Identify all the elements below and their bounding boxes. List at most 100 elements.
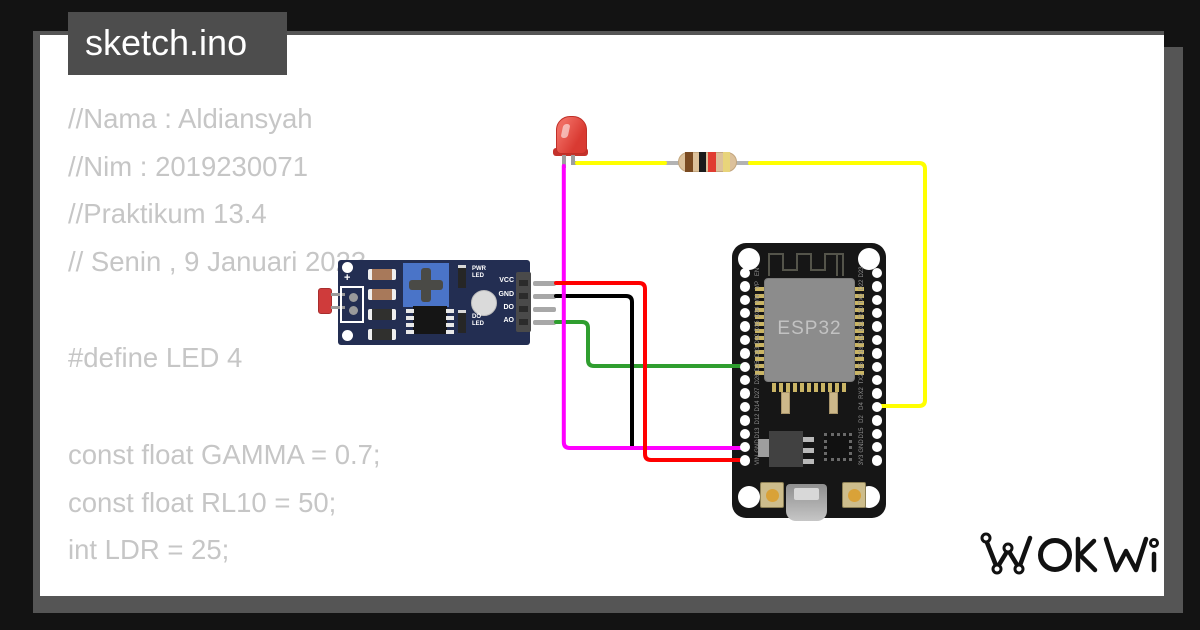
esp32-pin-hole[interactable] xyxy=(871,374,883,386)
round-capacitor xyxy=(471,290,497,316)
regulator-leg xyxy=(803,448,814,453)
code-line: #define LED 4 xyxy=(68,342,243,373)
sensor-pin-label-do: DO xyxy=(503,304,515,311)
wire-black-gnd[interactable] xyxy=(554,294,634,448)
en-button[interactable] xyxy=(760,482,784,508)
ic-pin xyxy=(446,316,454,320)
header-socket xyxy=(519,293,528,299)
sensor-pin-vcc[interactable] xyxy=(533,281,556,286)
esp32-pin-hole[interactable] xyxy=(871,334,883,346)
plus-sign: + xyxy=(344,272,351,284)
esp32-pin-hole[interactable] xyxy=(871,455,883,466)
esp32-pin-hole[interactable] xyxy=(739,307,751,319)
micro-usb-port xyxy=(786,484,827,521)
file-tab-sketch[interactable]: sketch.ino xyxy=(68,12,287,75)
regulator-tab xyxy=(758,439,770,457)
voltage-regulator xyxy=(769,431,803,467)
esp32-pin-hole[interactable] xyxy=(871,348,883,359)
resistor-lead-left xyxy=(664,161,679,165)
esp32-pin-hole[interactable] xyxy=(739,401,751,413)
esp32-pin-hole[interactable] xyxy=(871,361,883,373)
esp32-pin-hole[interactable] xyxy=(871,321,883,332)
esp32-pin-hole[interactable] xyxy=(871,267,883,279)
smd-resistor xyxy=(368,269,396,280)
pot-cross-arm xyxy=(421,268,431,302)
resistor-band-gold xyxy=(723,152,730,172)
ic-pin xyxy=(406,309,414,313)
wire-red-vcc-vin[interactable] xyxy=(554,281,747,462)
smd-capacitor xyxy=(458,265,466,288)
esp32-pin-hole[interactable] xyxy=(871,307,883,319)
esp32-pin-hole[interactable] xyxy=(739,415,751,426)
esp32-pin-hole[interactable] xyxy=(739,361,751,373)
sensor-pin-gnd[interactable] xyxy=(533,294,556,299)
button-cap xyxy=(848,489,861,502)
photoresistor-leg xyxy=(331,306,345,309)
mount-hole xyxy=(738,486,760,508)
sensor-pin-label-ao: AO xyxy=(503,317,515,324)
esp32-pin-hole[interactable] xyxy=(739,348,751,359)
wokwi-logo[interactable] xyxy=(975,518,1165,582)
led-cathode-leg xyxy=(562,155,566,168)
esp32-pin-hole[interactable] xyxy=(871,388,883,399)
esp32-pin-hole[interactable] xyxy=(739,334,751,346)
esp32-pin-hole[interactable] xyxy=(871,415,883,426)
esp32-pin-hole[interactable] xyxy=(871,294,883,306)
esp32-chip-label: ESP32 xyxy=(777,318,842,339)
code-line: //Nama : Aldiansyah xyxy=(68,103,313,134)
code-line: int LDR = 25; xyxy=(68,534,230,565)
esp32-pin-hole[interactable] xyxy=(871,401,883,413)
photoresistor[interactable] xyxy=(318,288,332,314)
smd-capacitor xyxy=(458,310,466,333)
chip-pads-left xyxy=(755,287,764,375)
mount-hole xyxy=(342,330,353,341)
regulator-leg xyxy=(803,437,814,442)
sensor-pin-ao[interactable] xyxy=(533,320,556,325)
wire-yellow-resistor-d4[interactable] xyxy=(748,161,927,408)
led-anode-leg xyxy=(571,155,575,164)
smd-component xyxy=(829,392,838,414)
comparator-ic xyxy=(413,306,447,334)
esp32-pin-hole[interactable] xyxy=(739,374,751,386)
esp32-pin-hole[interactable] xyxy=(739,428,751,440)
boot-button[interactable] xyxy=(842,482,866,508)
esp32-pin-hole[interactable] xyxy=(739,294,751,306)
esp32-pin-hole[interactable] xyxy=(739,388,751,399)
mount-hole xyxy=(738,248,760,270)
esp32-pin-hole[interactable] xyxy=(871,281,883,292)
wire-magenta-led-gnd[interactable] xyxy=(561,164,747,450)
esp32-pin-hole[interactable] xyxy=(739,321,751,332)
ldr-sensor-module[interactable]: + - PWR LED DO LED VCC GND DO AO xyxy=(318,260,556,345)
trimmer-potentiometer[interactable] xyxy=(403,263,449,307)
sensor-pin-label-vcc: VCC xyxy=(499,277,514,284)
resistor-band-red xyxy=(708,152,716,172)
sensor-pin-do[interactable] xyxy=(533,307,556,312)
esp32-pin-hole[interactable] xyxy=(739,281,751,292)
code-line: const float GAMMA = 0.7; xyxy=(68,439,381,470)
smd-resistor xyxy=(368,289,396,300)
panel-shadow-notch xyxy=(33,596,47,613)
esp32-pin-hole[interactable] xyxy=(871,441,883,453)
esp32-pin-hole[interactable] xyxy=(739,267,751,279)
esp32-devkit-board[interactable]: ESP32 xyxy=(732,243,886,521)
esp32-pin-hole[interactable] xyxy=(871,428,883,440)
resistor-band-brown xyxy=(685,152,693,172)
red-led[interactable] xyxy=(556,116,587,154)
smd-resistor xyxy=(368,329,396,340)
wire-green-ao-d25[interactable] xyxy=(554,320,747,368)
esp32-pin-hole[interactable] xyxy=(739,455,751,466)
do-led-silk: DO LED xyxy=(472,314,484,327)
button-cap xyxy=(766,489,779,502)
code-line: //Praktikum 13.4 xyxy=(68,198,267,229)
usb-uart-chip xyxy=(824,433,852,461)
smd-resistor xyxy=(368,309,396,320)
ic-pin xyxy=(406,330,414,334)
ldr-pin xyxy=(349,306,358,315)
esp32-chip: ESP32 xyxy=(764,278,855,382)
esp32-pin-hole[interactable] xyxy=(739,441,751,453)
header-socket xyxy=(519,319,528,325)
pwr-led-silk: PWR LED xyxy=(472,266,486,279)
esp32-pin-label: 3V3 xyxy=(859,454,865,465)
